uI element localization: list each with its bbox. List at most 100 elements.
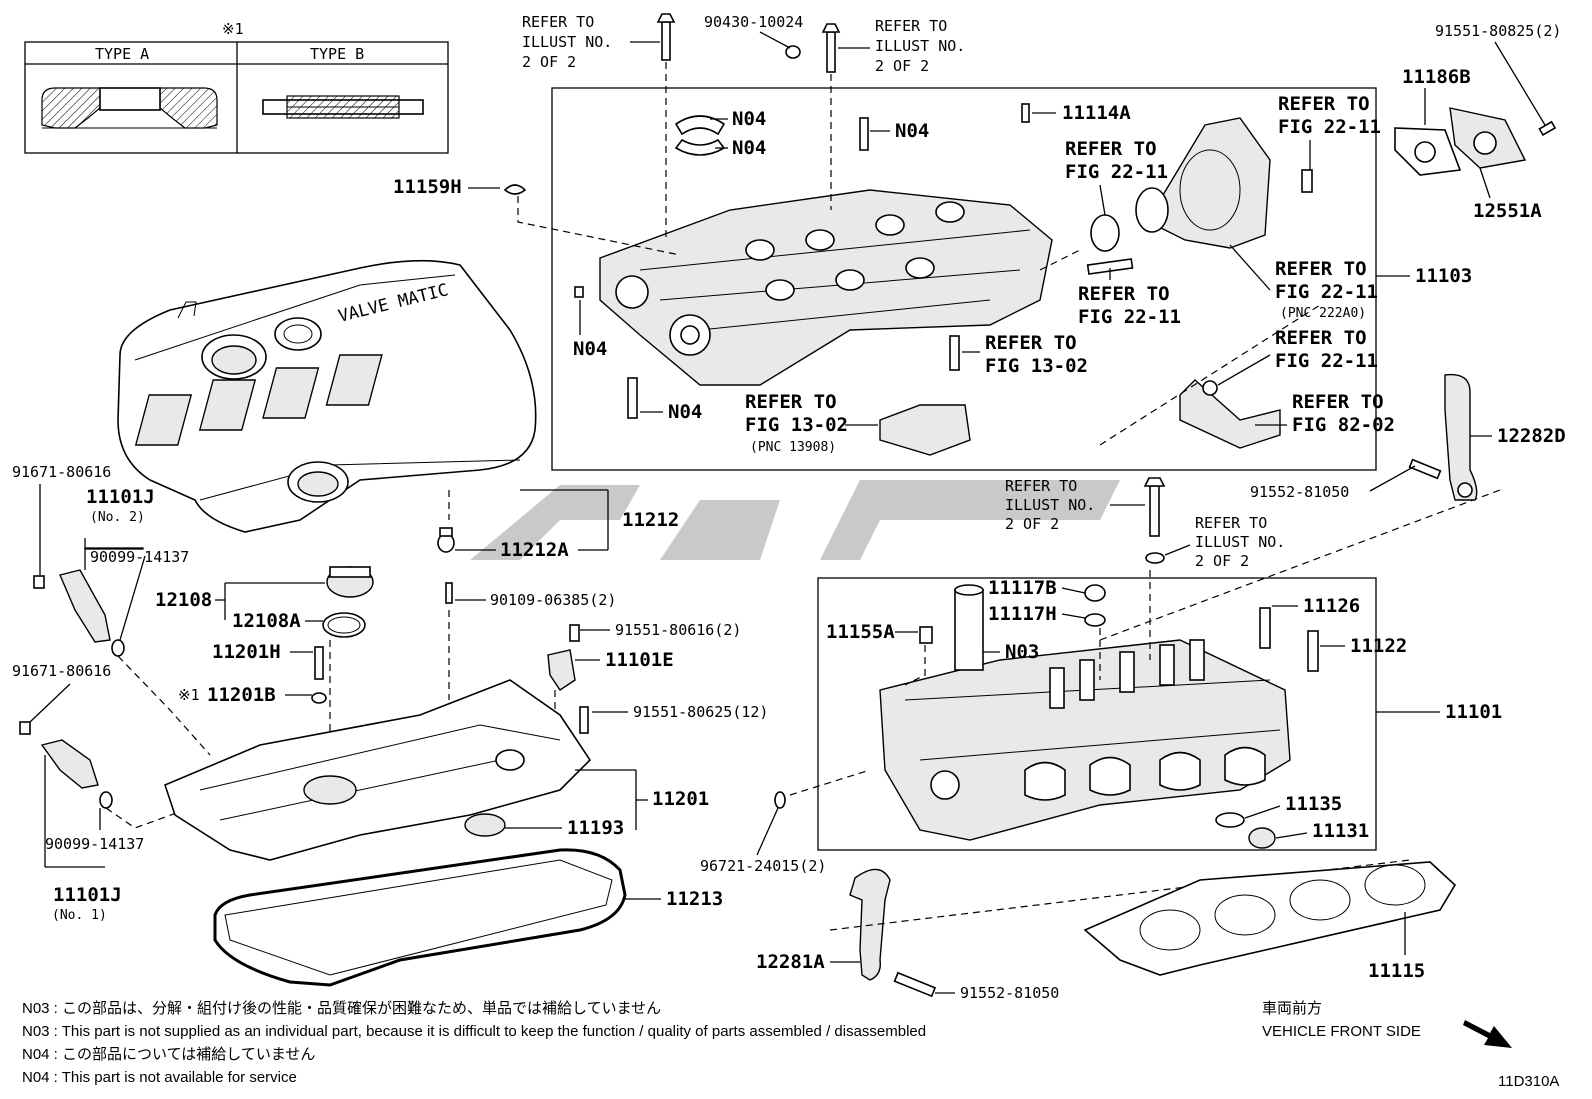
label-11101: 11101 [1445,701,1502,723]
label-11101J-2: 11101J [86,486,155,508]
label-11186B: 11186B [1402,66,1471,88]
note-n04-jp: N04 : この部品については補給していません [22,1046,315,1063]
top-bolts [503,13,841,298]
label-N03: N03 [1005,641,1039,663]
svg-text:FIG 13-02: FIG 13-02 [745,414,848,436]
svg-text:REFER TO: REFER TO [1065,138,1157,160]
label-11131: 11131 [1312,820,1369,842]
ports [1024,746,1266,801]
type-b-gasket-drawing [262,95,424,119]
watermark [470,480,1120,560]
svg-text:FIG 22-11: FIG 22-11 [1065,161,1168,183]
label-11212: 11212 [622,509,679,531]
label-11122: 11122 [1350,635,1407,657]
label-11201B-marker: ※1 [178,686,200,704]
svg-text:FIG 13-02: FIG 13-02 [985,355,1088,377]
label-11213: 11213 [666,888,723,910]
svg-text:2 OF 2: 2 OF 2 [875,57,929,75]
label-refer-illust-top-2: REFER TO ILLUST NO. 2 OF 2 [838,17,965,75]
note-n03-jp: N03 : この部品は、分解・組付け後の性能・品質確保が困難なため、単品では補給… [22,999,661,1017]
camshaft-housing-group [551,87,1377,471]
label-12551A: 12551A [1473,200,1542,222]
svg-text:FIG 22-11: FIG 22-11 [1278,116,1381,138]
footnotes: N03 : この部品は、分解・組付け後の性能・品質確保が困難なため、単品では補給… [22,999,926,1086]
label-11101E: 11101E [605,649,674,671]
label-11212A: 11212A [500,539,569,561]
legend-marker: ※1 [222,20,244,38]
label-11126: 11126 [1303,595,1360,617]
label-11201: 11201 [652,788,709,810]
front-arrow-icon [1463,1020,1512,1048]
label-11201B: 11201B [207,684,276,706]
svg-text:ILLUST NO.: ILLUST NO. [1195,533,1285,551]
svg-text:REFER TO: REFER TO [1005,477,1077,495]
label-refer-illust-top-1: REFER TO ILLUST NO. 2 OF 2 [522,13,660,71]
label-90099-a: 90099-14137 [90,548,189,566]
label-96721: 96721-24015(2) [700,857,826,875]
label-11155A: 11155A [826,621,895,643]
label-90109: 90109-06385(2) [490,591,616,609]
engine-hanger-rear [1444,373,1478,501]
label-91552-81050-b: 91552-81050 [960,984,1059,1002]
label-91551-80616: 91551-80616(2) [615,621,741,639]
svg-text:2 OF 2: 2 OF 2 [1195,552,1249,570]
cam-position-sensor [547,624,589,750]
cylinder-head-group [817,489,1501,851]
type-a-gasket-drawing [41,87,218,129]
head-cover-gasket [213,848,627,987]
label-n04-e: N04 [668,401,702,423]
water-outlet-parts [1394,107,1557,176]
diagram-id: 11D310A [1498,1073,1559,1090]
label-11103: 11103 [1415,265,1472,287]
svg-text:ILLUST NO.: ILLUST NO. [522,33,612,51]
label-11115: 11115 [1368,960,1425,982]
label-n04-d: N04 [573,338,607,360]
svg-text:(PNC 13908): (PNC 13908) [750,440,836,455]
svg-text:ILLUST NO.: ILLUST NO. [875,37,965,55]
svg-text:REFER TO: REFER TO [1275,258,1367,280]
svg-text:2 OF 2: 2 OF 2 [1005,515,1059,533]
label-90430: 90430-10024 [704,13,803,31]
label-11159H: 11159H [393,176,462,198]
cover-fasteners [437,490,455,700]
toyota-logo-icon [274,317,322,351]
svg-text:REFER TO: REFER TO [875,17,947,35]
note-n03-en: N03 : This part is not supplied as an in… [22,1023,926,1040]
label-11193: 11193 [567,817,624,839]
svg-text:REFER TO: REFER TO [745,391,837,413]
label-n04-c: N04 [895,120,929,142]
label-11101J-1: 11101J [53,884,122,906]
label-11201H: 11201H [212,641,281,663]
label-refer-illust-mid-1: REFER TO ILLUST NO. 2 OF 2 [1005,477,1145,533]
type-legend: ※1 TYPE A TYPE B [24,20,449,154]
label-11117B: 11117B [988,577,1057,599]
label-refer-13-02-b: REFER TO FIG 13-02 (PNC 13908) [745,391,878,455]
cylinder-head-cover: VALVE MATIC [117,259,537,533]
oil-filler-cap [311,566,374,770]
svg-text:REFER TO: REFER TO [985,332,1077,354]
label-11117H: 11117H [988,603,1057,625]
label-refer-22-11-e: REFER TO FIG 22-11 [1217,327,1378,386]
label-refer-13-02-a: REFER TO FIG 13-02 [962,332,1088,377]
svg-text:FIG 82-02: FIG 82-02 [1292,414,1395,436]
head-gasket [1083,861,1457,976]
label-refer-22-11-d: REFER TO FIG 22-11 [1078,268,1181,328]
svg-text:ILLUST NO.: ILLUST NO. [1005,496,1095,514]
svg-text:FIG 22-11: FIG 22-11 [1275,350,1378,372]
svg-text:REFER TO: REFER TO [1078,283,1170,305]
front-side-en: VEHICLE FRONT SIDE [1262,1023,1421,1040]
vehicle-front-indicator: 車両前方 VEHICLE FRONT SIDE [1262,1000,1512,1048]
legend-type-a: TYPE A [95,45,149,63]
label-90099-b: 90099-14137 [45,835,144,853]
label-91552-81050-a: 91552-81050 [1250,483,1349,501]
svg-text:REFER TO: REFER TO [1275,327,1367,349]
front-side-jp: 車両前方 [1262,1000,1322,1017]
svg-text:2 OF 2: 2 OF 2 [522,53,576,71]
label-12281A: 12281A [756,951,825,973]
cover-ribs [134,354,383,446]
side-bolts [774,458,1442,809]
label-refer-22-11-a: REFER TO FIG 22-11 [1278,93,1381,170]
label-91671-b: 91671-80616 [12,662,111,680]
svg-text:REFER TO: REFER TO [522,13,594,31]
